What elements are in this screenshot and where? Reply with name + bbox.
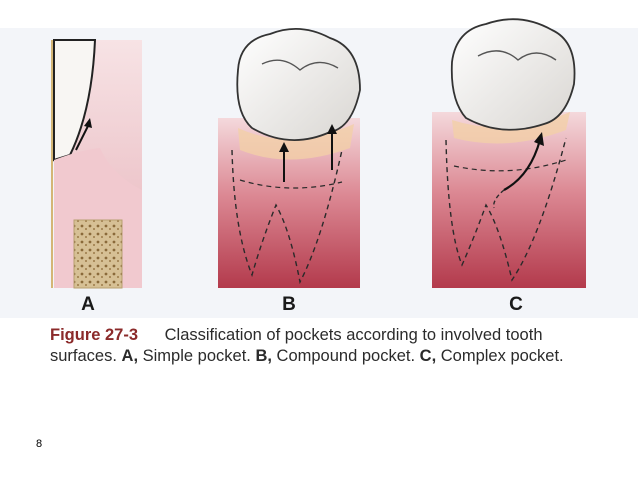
caption-item-b-text: Compound pocket. bbox=[276, 347, 416, 365]
caption-item-b-letter: B, bbox=[255, 347, 272, 365]
panel-c-label: C bbox=[509, 294, 523, 315]
panel-b-crown bbox=[236, 27, 361, 141]
panel-a-bone bbox=[73, 219, 123, 289]
panel-b-crown-detail bbox=[261, 59, 339, 71]
caption-item-a-text: Simple pocket. bbox=[142, 347, 251, 365]
panel-c-spiral-tail bbox=[493, 189, 505, 209]
panel-b-pocket-zone bbox=[238, 124, 354, 160]
panel-c-illustration bbox=[432, 18, 586, 288]
caption-item-c-letter: C, bbox=[419, 347, 437, 365]
figure-caption: Figure 27-3 Classification of pockets ac… bbox=[50, 325, 610, 367]
panel-a-illustration bbox=[51, 39, 142, 289]
panel-c-bone-line bbox=[453, 159, 567, 172]
panel-b-bone-line bbox=[239, 179, 343, 189]
panel-c-crown bbox=[450, 18, 576, 131]
panel-b-label: B bbox=[282, 294, 296, 315]
panel-c-root-outline bbox=[445, 137, 567, 282]
caption-item-a-letter: A, bbox=[121, 347, 139, 365]
caption-intro: Classification of pockets according to i… bbox=[50, 326, 543, 365]
panel-c-crown-detail bbox=[477, 50, 557, 61]
panel-a-arrowhead bbox=[84, 118, 92, 128]
panel-b-arrowhead-left bbox=[279, 142, 289, 152]
panel-c-spiral-arrow bbox=[503, 139, 542, 191]
page-number: 8 bbox=[36, 438, 43, 450]
panel-c-arrowhead bbox=[534, 132, 544, 146]
panel-b-arrowhead-right bbox=[327, 124, 337, 134]
caption-item-c-text: Complex pocket. bbox=[440, 347, 564, 365]
figure-label: Figure 27-3 bbox=[50, 326, 139, 344]
panel-b-illustration bbox=[218, 27, 361, 288]
panel-b-root-outline bbox=[231, 149, 343, 285]
panel-a-label: A bbox=[81, 294, 95, 315]
